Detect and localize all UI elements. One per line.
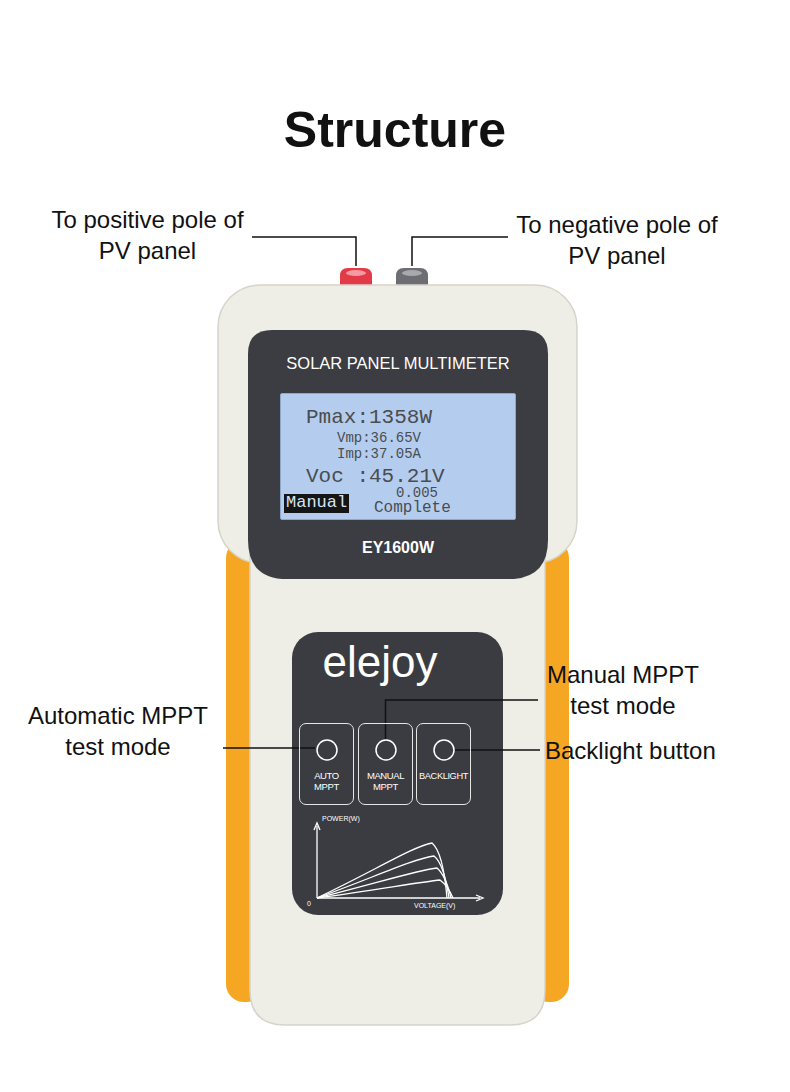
reading-small: Vmp:36.65V bbox=[337, 431, 421, 446]
title: Structure bbox=[0, 100, 790, 160]
lcd-screen: Pmax:1358W Vmp:36.65VImp:37.05A Voc :45.21… bbox=[280, 393, 516, 520]
terminal-highlight bbox=[346, 270, 366, 276]
device-name: SOLAR PANEL MULTIMETER bbox=[248, 353, 548, 373]
key-button: BACKLIGHT bbox=[416, 723, 471, 805]
model-number: EY1600W bbox=[248, 538, 548, 558]
reading-small: Imp:37.05A bbox=[337, 447, 421, 462]
reading-large: Voc :45.21V bbox=[306, 465, 445, 488]
button-icon bbox=[374, 738, 398, 762]
leader-line bbox=[223, 747, 315, 749]
leader-line bbox=[386, 700, 539, 739]
button-circle bbox=[376, 740, 396, 760]
mode-indicator: Manual bbox=[284, 494, 349, 513]
button-circle bbox=[317, 740, 337, 760]
button-circle bbox=[434, 740, 454, 760]
axis-arrow bbox=[314, 823, 320, 830]
reading-large: Pmax:1358W bbox=[306, 406, 432, 429]
button-icon bbox=[315, 738, 339, 762]
key-button: MANUAL MPPT bbox=[358, 723, 413, 805]
housing-bottom bbox=[250, 540, 545, 1025]
callout-label: To positive pole of PV panel bbox=[45, 204, 250, 266]
curve bbox=[317, 843, 447, 898]
curve bbox=[317, 868, 451, 898]
curve bbox=[317, 880, 453, 898]
pv-curve-graph bbox=[314, 823, 483, 901]
button-label: BACKLIGHT bbox=[419, 771, 468, 782]
button-label: AUTO MPPT bbox=[302, 771, 351, 793]
button-label: MANUAL MPPT bbox=[361, 771, 410, 793]
axis-label: POWER(W) bbox=[322, 814, 382, 823]
brand-logo: elejoy bbox=[280, 638, 480, 686]
button-icon bbox=[432, 738, 456, 762]
axis bbox=[316, 826, 317, 898]
screen-bezel bbox=[248, 330, 548, 579]
status-text: Complete bbox=[374, 500, 451, 518]
leader-line bbox=[412, 237, 508, 266]
callout-label: Backlight button bbox=[545, 735, 780, 766]
leader-line bbox=[455, 749, 540, 751]
curve bbox=[317, 856, 449, 898]
callout-label: Automatic MPPT test mode bbox=[18, 700, 218, 762]
terminal-highlight bbox=[402, 270, 422, 276]
axis-arrow bbox=[476, 895, 483, 901]
callout-label: To negative pole of PV panel bbox=[512, 209, 722, 271]
axis-label: VOLTAGE(V) bbox=[414, 901, 484, 910]
key-button: AUTO MPPT bbox=[299, 723, 354, 805]
callout-label: Manual MPPT test mode bbox=[533, 659, 713, 721]
leader-line bbox=[252, 237, 356, 266]
axis bbox=[317, 897, 480, 898]
leader-lines bbox=[223, 237, 540, 750]
axis-label: 0 bbox=[307, 899, 317, 908]
